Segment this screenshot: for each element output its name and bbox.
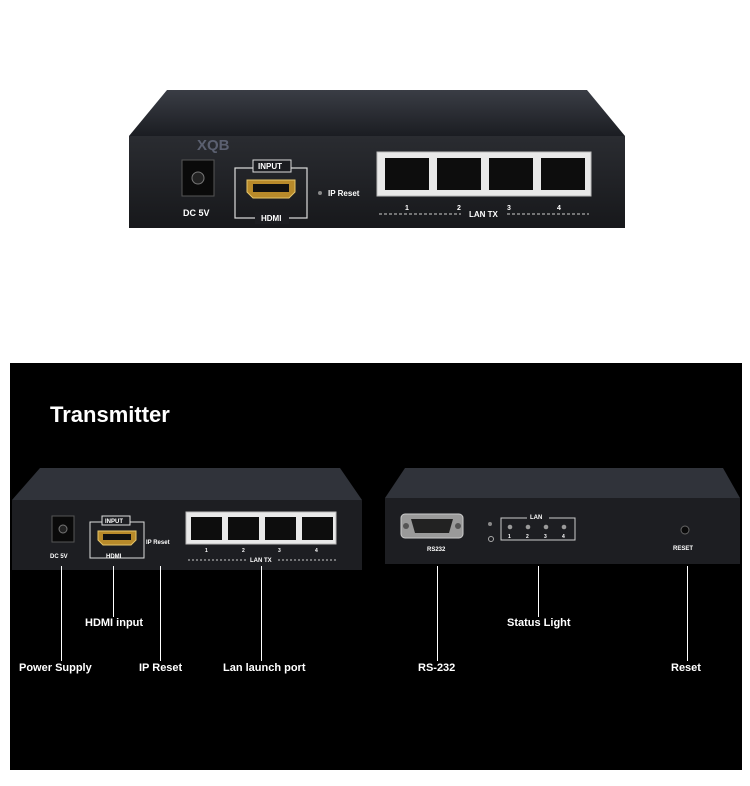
hdmi-port-icon bbox=[246, 179, 296, 199]
led-number: 2 bbox=[526, 534, 529, 540]
device-top-surface bbox=[129, 90, 625, 136]
port-number: 1 bbox=[205, 548, 208, 554]
callout-hdmi-input: HDMI input bbox=[85, 617, 144, 629]
lan-ports bbox=[185, 511, 337, 545]
callout-status-light: Status Light bbox=[507, 617, 571, 629]
hdmi-label: HDMI bbox=[261, 214, 281, 223]
input-label: INPUT bbox=[258, 162, 282, 171]
lan-tx-label: LAN TX bbox=[469, 210, 499, 219]
power-label: DC 5V bbox=[183, 208, 210, 218]
hdmi-port-icon bbox=[97, 530, 137, 546]
callout-lan-port: Lan launch port bbox=[223, 662, 306, 674]
port-number: 3 bbox=[507, 205, 511, 212]
power-jack-icon bbox=[181, 159, 215, 197]
panel-title: Transmitter bbox=[50, 402, 170, 427]
reset-hole-icon bbox=[680, 525, 690, 535]
callout-line-power bbox=[61, 566, 62, 661]
front-top-surface bbox=[12, 468, 362, 500]
port-number: 4 bbox=[557, 205, 561, 212]
lan-tx-label: LAN TX bbox=[250, 558, 272, 564]
port-number: 2 bbox=[457, 205, 461, 212]
power-jack-icon bbox=[51, 515, 75, 543]
watermark: XQB bbox=[197, 137, 230, 154]
transmitter-front-photo: XQB DC 5V INPUT HDMI IP Reset 1 2 3 4 LA… bbox=[129, 90, 625, 228]
rs232-label: RS232 bbox=[427, 547, 446, 553]
ip-reset-label: IP Reset bbox=[146, 540, 170, 546]
transmitter-front-view: DC 5V INPUT HDMI IP Reset 1 2 3 4 LAN TX bbox=[12, 468, 362, 570]
callout-line-lan bbox=[261, 566, 262, 661]
led-number: 3 bbox=[544, 534, 547, 540]
power-label: DC 5V bbox=[50, 554, 68, 560]
port-number: 4 bbox=[315, 548, 318, 554]
callout-rs232: RS-232 bbox=[418, 662, 456, 674]
power-symbol-icon bbox=[488, 536, 494, 542]
transmitter-back-view: RS232 LAN 1 2 3 4 RESET bbox=[385, 468, 740, 564]
lan-label: LAN bbox=[530, 515, 542, 521]
port-number: 1 bbox=[405, 205, 409, 212]
callout-line-reset bbox=[687, 566, 688, 661]
rs232-port-icon bbox=[400, 513, 464, 539]
callout-reset: Reset bbox=[671, 662, 701, 674]
ip-reset-label: IP Reset bbox=[328, 189, 360, 198]
back-top-surface bbox=[385, 468, 740, 498]
callout-line-hdmi bbox=[113, 566, 114, 617]
lan-ports bbox=[376, 151, 592, 197]
ip-reset-hole-icon bbox=[318, 191, 322, 195]
port-number: 3 bbox=[278, 548, 281, 554]
callout-power-supply: Power Supply bbox=[19, 662, 92, 674]
led-number: 1 bbox=[508, 534, 511, 540]
status-led-icons bbox=[507, 524, 567, 530]
callout-line-status bbox=[538, 566, 539, 617]
callout-line-rs232 bbox=[437, 566, 438, 661]
port-number: 2 bbox=[242, 548, 245, 554]
led-number: 4 bbox=[562, 534, 565, 540]
hdmi-label: HDMI bbox=[106, 554, 122, 560]
input-label: INPUT bbox=[105, 519, 123, 525]
reset-label: RESET bbox=[673, 546, 693, 552]
power-led-icon bbox=[488, 522, 492, 526]
callout-ip-reset: IP Reset bbox=[139, 662, 183, 674]
callout-line-ip-reset bbox=[160, 566, 161, 661]
